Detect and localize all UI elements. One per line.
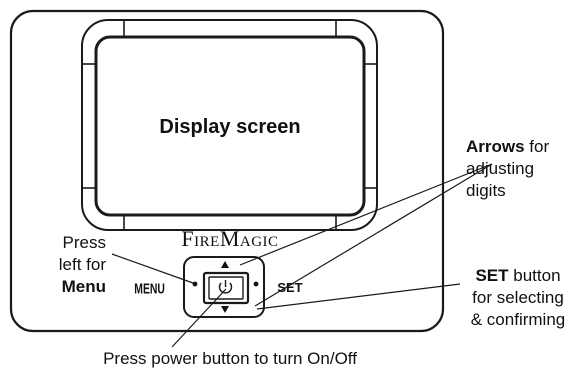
menu-callout-line3: Menu <box>61 277 106 296</box>
menu-callout-line1: Press <box>62 233 106 252</box>
set-callout-rest: button <box>508 266 561 285</box>
bezel-corner-ticks <box>82 20 377 230</box>
arrows-callout-rest: for <box>524 137 550 156</box>
arrow-down-icon[interactable] <box>221 306 229 313</box>
arrows-callout-line3: digits <box>466 181 506 200</box>
set-callout: SET button for selecting & confirming <box>456 265 580 331</box>
arrow-up-icon[interactable] <box>221 261 229 268</box>
display-bezel <box>81 19 378 231</box>
arrow-right-dot[interactable] <box>253 281 259 287</box>
power-button[interactable] <box>208 276 244 300</box>
arrows-callout-bold: Arrows <box>466 137 525 156</box>
menu-leader <box>111 253 194 284</box>
controller-housing <box>9 9 445 333</box>
set-callout-bold: SET <box>475 266 509 285</box>
arrows-leader-1 <box>239 163 493 266</box>
set-leader <box>256 283 461 310</box>
arrows-leader-2 <box>254 163 493 307</box>
menu-callout-line2: left for <box>58 255 106 274</box>
arrows-callout-line2: adjusting <box>466 159 535 178</box>
power-button-frame[interactable] <box>202 271 250 305</box>
arrows-callout: Arrows for adjusting digits <box>466 136 578 202</box>
callout-lines <box>111 163 493 348</box>
arrow-left-dot[interactable] <box>192 281 198 287</box>
menu-label: MENU <box>134 281 165 297</box>
display-screen <box>94 35 366 217</box>
power-icon <box>218 280 233 294</box>
control-pad <box>183 256 265 318</box>
display-screen-label: Display screen <box>159 116 300 138</box>
set-callout-line3: & confirming <box>470 310 566 329</box>
power-callout: Press power button to turn On/Off <box>103 349 357 368</box>
power-leader <box>171 288 227 348</box>
set-callout-line2: for selecting <box>472 288 564 307</box>
set-label: SET <box>277 280 302 295</box>
menu-callout: Press left for Menu <box>14 232 106 298</box>
firemagic-logo: FireMagic <box>181 226 278 251</box>
